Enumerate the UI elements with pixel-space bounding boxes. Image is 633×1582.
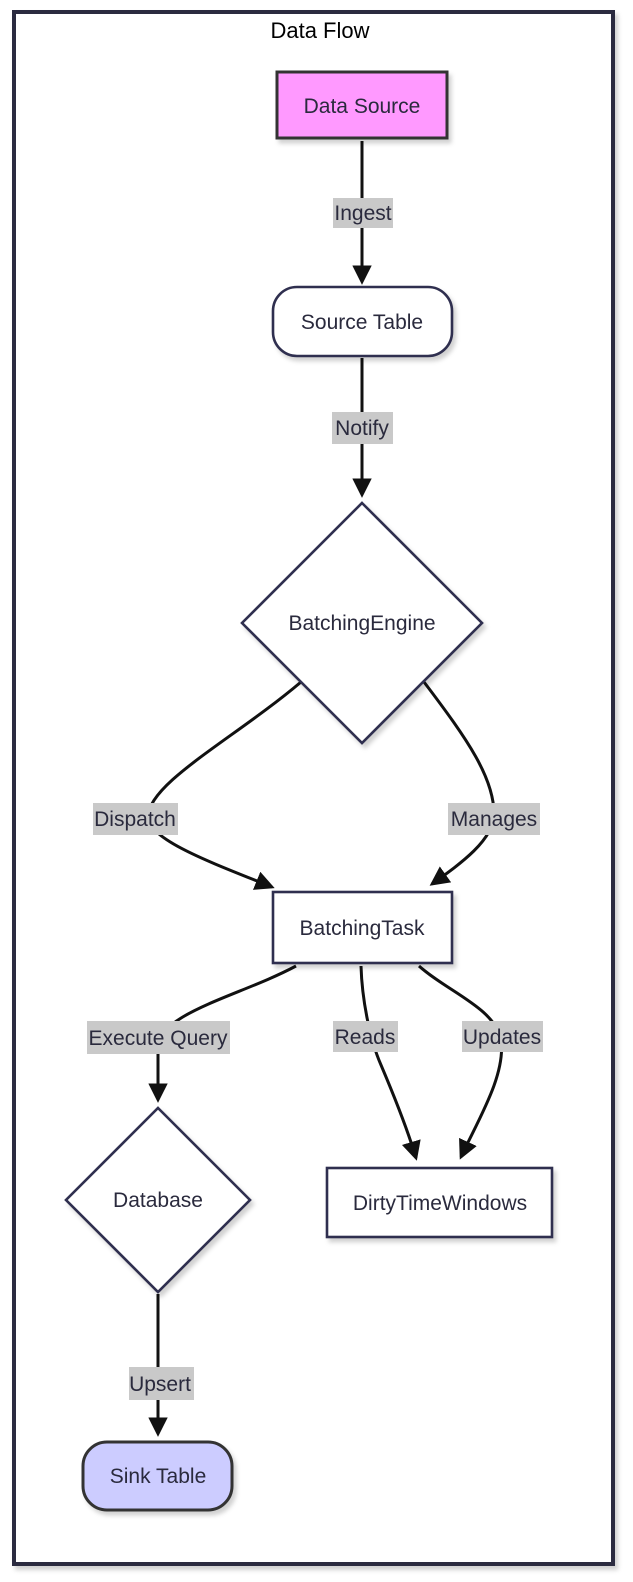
diagram-frame bbox=[12, 10, 615, 1566]
node-batching-task-label: BatchingTask bbox=[300, 917, 425, 940]
node-sink-table-shape bbox=[81, 1440, 234, 1512]
node-sink-table-label: Sink Table bbox=[110, 1465, 207, 1488]
edge-label-updates-bg bbox=[462, 1021, 543, 1052]
node-source-table-shape bbox=[271, 285, 454, 358]
edge-reads-line bbox=[359, 965, 421, 1161]
edge-label-updates: Updates bbox=[463, 1026, 541, 1049]
diagram-title: Data Flow bbox=[270, 18, 369, 43]
edge-label-manages-bg bbox=[448, 803, 540, 835]
node-database-shape bbox=[64, 1106, 252, 1294]
edge-label-execute-query: Execute Query bbox=[89, 1027, 228, 1050]
edge-label-ingest-bg bbox=[333, 198, 393, 228]
edge-label-reads-bg bbox=[333, 1021, 398, 1052]
node-group: Data Source Source Table BatchingEngine … bbox=[64, 70, 554, 1512]
node-batching-task-shape bbox=[271, 890, 454, 965]
node-batching-engine-label: BatchingEngine bbox=[288, 612, 435, 635]
edge-label-ingest: Ingest bbox=[334, 202, 391, 225]
edge-label-notify-bg bbox=[332, 412, 393, 444]
edge-label-reads: Reads bbox=[335, 1026, 396, 1049]
edge-label-upsert-bg bbox=[129, 1367, 194, 1400]
node-dirty-time-windows-label: DirtyTimeWindows bbox=[353, 1192, 527, 1215]
node-data-source-shape bbox=[275, 70, 449, 140]
edge-label-group: Ingest Notify Dispatch Manages Execute Q… bbox=[87, 198, 543, 1400]
node-batching-engine-shape bbox=[240, 501, 484, 745]
node-dirty-time-windows-shape bbox=[325, 1166, 554, 1239]
edge-label-execute-query-bg bbox=[87, 1021, 230, 1054]
edge-label-manages: Manages bbox=[451, 808, 537, 831]
node-database-label: Database bbox=[113, 1189, 203, 1212]
edge-label-dispatch-bg bbox=[93, 803, 178, 835]
edge-label-notify: Notify bbox=[335, 417, 389, 440]
edge-label-dispatch: Dispatch bbox=[94, 808, 176, 831]
node-source-table-label: Source Table bbox=[301, 311, 423, 334]
edge-label-upsert: Upsert bbox=[129, 1373, 191, 1396]
node-data-source-label: Data Source bbox=[304, 95, 421, 118]
